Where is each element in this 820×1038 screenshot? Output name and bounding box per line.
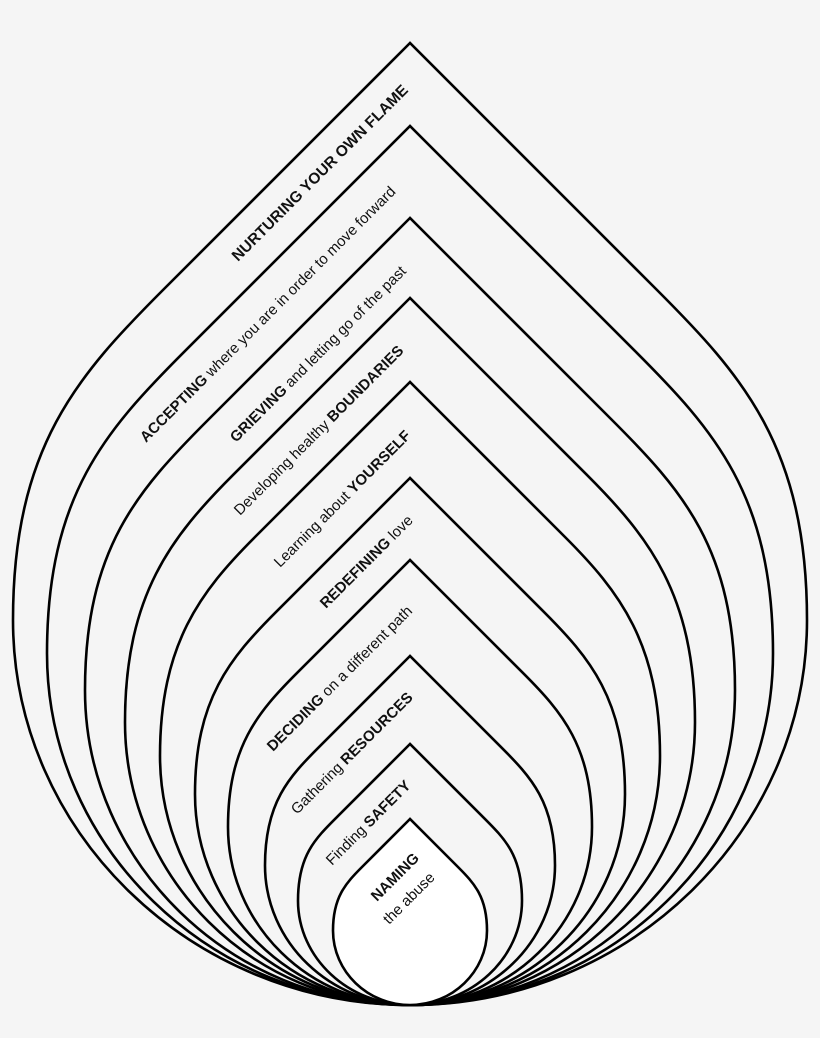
flame-layers [11, 41, 809, 1007]
flame-layer-naming [331, 817, 489, 1007]
